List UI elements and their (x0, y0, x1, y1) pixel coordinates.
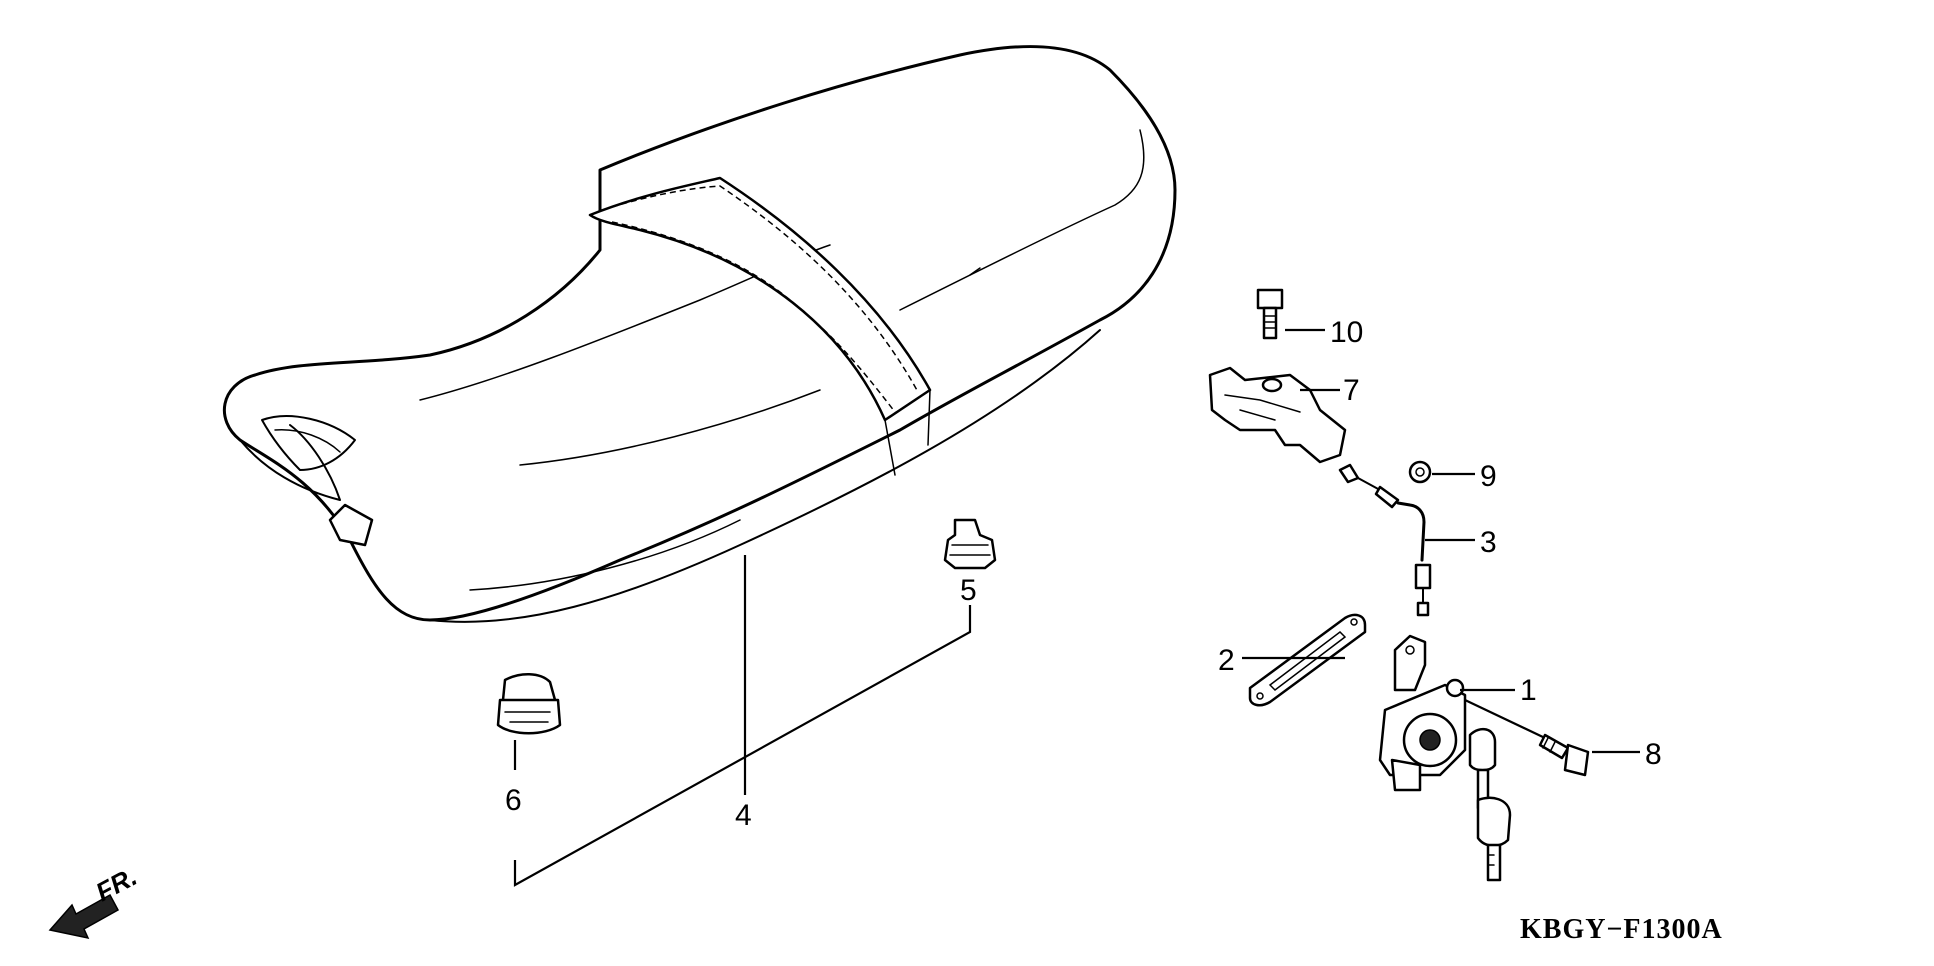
callout-7: 7 (1343, 374, 1360, 407)
callout-10: 10 (1330, 316, 1363, 349)
callout-5: 5 (960, 574, 977, 607)
callout-1: 1 (1520, 674, 1537, 707)
bolt-10 (1256, 288, 1325, 340)
lock-1 (1378, 634, 1515, 882)
cushion-5 (943, 518, 997, 570)
front-direction-indicator: FR. (48, 861, 142, 940)
diagram-code: KBGY−F1300A (1520, 914, 1723, 945)
clip-9 (1408, 460, 1475, 484)
callout-8: 8 (1645, 738, 1662, 771)
callout-4: 4 (735, 799, 752, 832)
front-arrow-icon (48, 893, 120, 940)
cushion-6 (496, 673, 562, 735)
callout-3: 3 (1480, 526, 1497, 559)
stay-2 (1242, 613, 1367, 707)
leaders-seat (513, 555, 972, 887)
seat (223, 45, 1177, 623)
front-label: FR. (91, 861, 142, 907)
callout-9: 9 (1480, 460, 1497, 493)
callout-6: 6 (505, 784, 522, 817)
bracket-7 (1208, 366, 1347, 464)
bolt-8 (1464, 699, 1640, 777)
callout-2: 2 (1218, 644, 1235, 677)
cable-3 (1338, 463, 1475, 617)
